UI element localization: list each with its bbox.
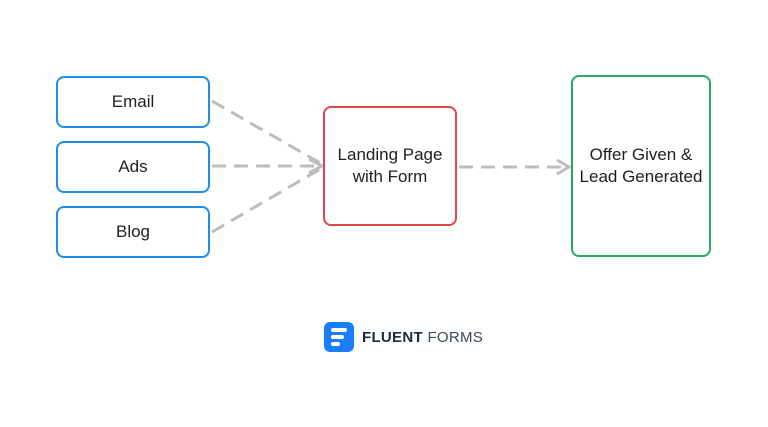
brand-name-bold: FLUENT xyxy=(362,328,423,346)
edge-blog-to-landing xyxy=(211,166,323,234)
landing-page-node: Landing Page with Form xyxy=(323,106,457,226)
fluent-forms-logo-icon xyxy=(324,322,354,352)
landing-page-label: Landing Page with Form xyxy=(337,145,443,186)
source-label-blog: Blog xyxy=(115,222,151,241)
edge-email-to-landing xyxy=(211,99,323,166)
arrowhead-landing xyxy=(308,157,326,175)
brand-logo: FLUENT FORMS xyxy=(324,322,483,352)
offer-node: Offer Given & Lead Generated xyxy=(571,75,711,257)
brand-wordmark: FLUENT FORMS xyxy=(362,329,483,346)
source-node-ads: Ads xyxy=(56,141,210,193)
source-node-blog: Blog xyxy=(56,206,210,258)
offer-label: Offer Given & Lead Generated xyxy=(579,145,703,186)
source-label-email: Email xyxy=(111,92,155,111)
source-node-email: Email xyxy=(56,76,210,128)
brand-name-light: FORMS xyxy=(427,328,484,346)
source-label-ads: Ads xyxy=(118,157,148,176)
arrowhead-offer xyxy=(556,158,572,176)
